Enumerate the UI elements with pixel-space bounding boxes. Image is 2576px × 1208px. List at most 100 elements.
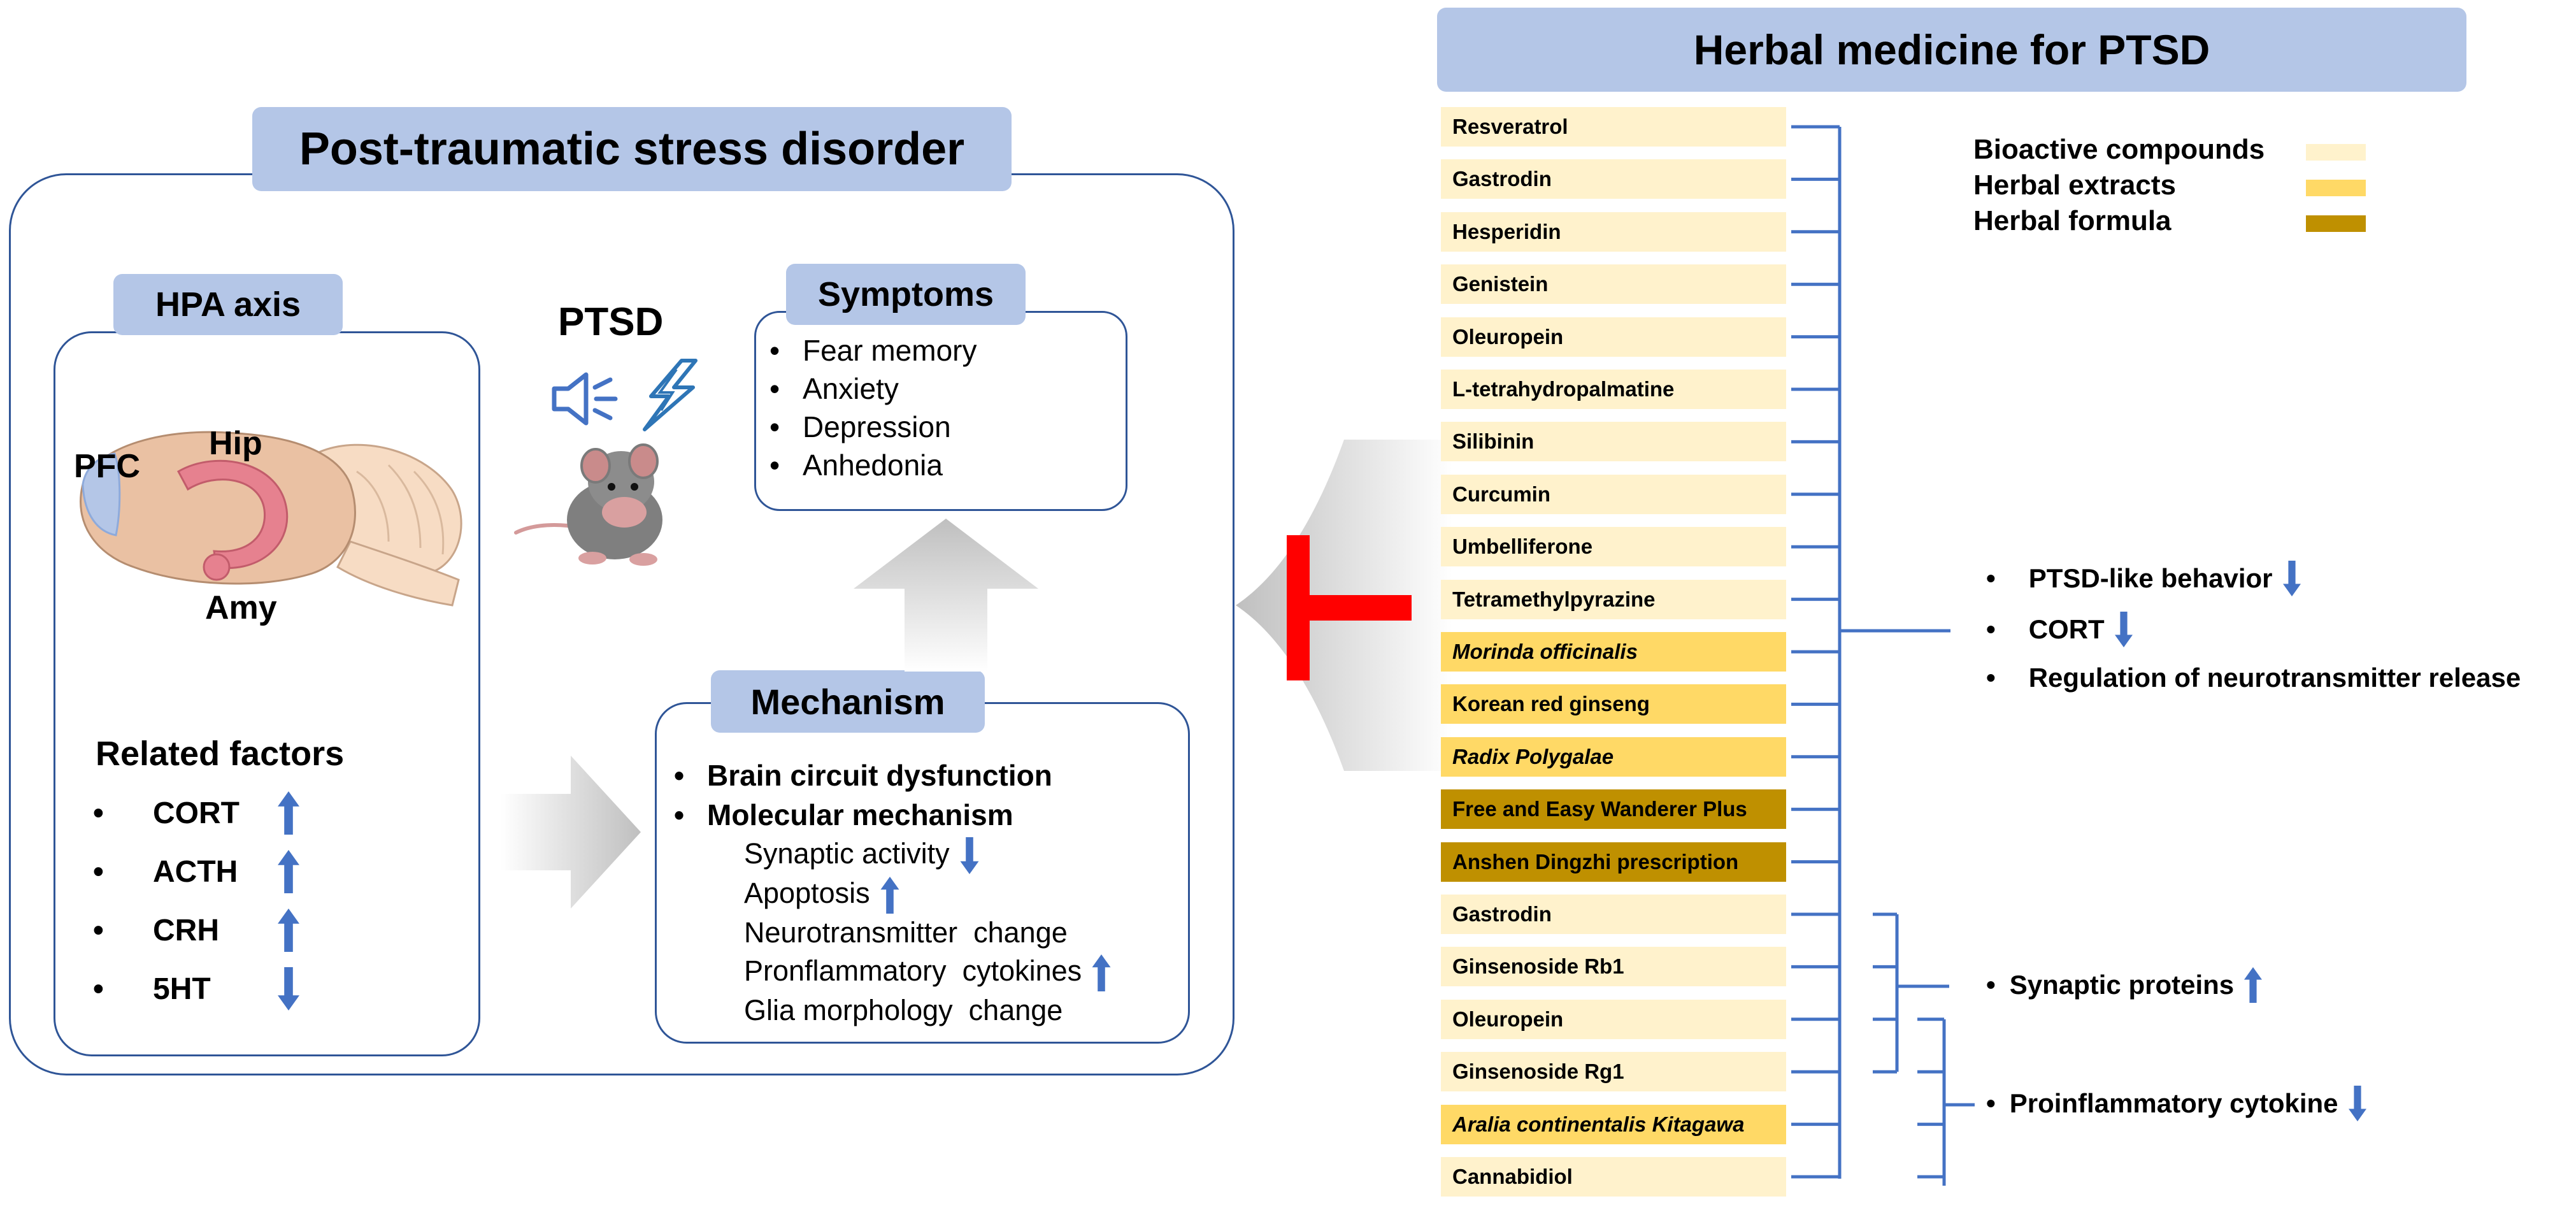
related-factors-title: Related factors xyxy=(96,735,345,773)
herb-item: Silibinin xyxy=(1441,422,1786,462)
effect-cytokine: • Proinflammatory cytokine xyxy=(1986,1086,2366,1121)
inhibit-bar-horizontal xyxy=(1307,595,1412,621)
symptoms-title: Symptoms xyxy=(786,264,1026,325)
mechanism-sub-item: Apoptosis xyxy=(744,874,1111,914)
factor-item: • CORT xyxy=(93,790,299,836)
mechanism-sub-item: Pronflammatory cytokines xyxy=(744,952,1111,992)
herb-item: Anshen Dingzhi prescription xyxy=(1441,842,1786,882)
legend-swatch xyxy=(2306,180,2366,196)
hpa-axis-title: HPA axis xyxy=(113,274,343,335)
herb-item: Gastrodin xyxy=(1441,159,1786,199)
brain-illustration xyxy=(80,431,462,607)
lightning-shock-icon xyxy=(643,359,698,431)
symptom-item: Depression xyxy=(758,408,977,446)
factor-bullet: • xyxy=(93,796,104,830)
effect-label: CORT xyxy=(2028,614,2105,644)
factor-bullet: • xyxy=(93,854,104,889)
legend-label: Herbal extracts xyxy=(1973,169,2176,201)
mechanism-main-list: Brain circuit dysfunctionMolecular mecha… xyxy=(662,756,1052,835)
mechanism-main-item: Molecular mechanism xyxy=(662,795,1052,835)
effect-synaptic-arrow-icon xyxy=(2234,967,2263,1003)
arrow-up-icon xyxy=(1092,954,1111,992)
herb-item: Aralia continentalis Kitagawa xyxy=(1441,1104,1786,1144)
symptom-item: Fear memory xyxy=(758,331,977,370)
factor-bullet: • xyxy=(93,972,104,1006)
mechanism-main-item: Brain circuit dysfunction xyxy=(662,756,1052,795)
herb-item: Hesperidin xyxy=(1441,212,1786,252)
symptom-item: Anhedonia xyxy=(758,446,977,484)
mouse-image xyxy=(514,443,662,566)
herb-item: Oleuropein xyxy=(1441,317,1786,357)
herb-item: Morinda officinalis xyxy=(1441,632,1786,672)
speaker-sound-icon xyxy=(552,372,618,426)
arrow-up-icon xyxy=(278,791,299,835)
herb-item: Genistein xyxy=(1441,264,1786,305)
herb-item: Tetramethylpyrazine xyxy=(1441,579,1786,619)
effect-synaptic-bullet: • xyxy=(1986,970,1996,1000)
effect-label: Regulation of neurotransmitter release xyxy=(2028,663,2521,693)
effect-cytokine-arrow-icon xyxy=(2338,1086,2366,1121)
arrow-down-icon xyxy=(2114,612,2133,647)
herb-item: L-tetrahydropalmatine xyxy=(1441,370,1786,409)
herb-item: Radix Polygalae xyxy=(1441,737,1786,777)
herb-item: Umbelliferone xyxy=(1441,527,1786,567)
brain-label-pfc: PFC xyxy=(74,448,140,485)
effect-synaptic-label: Synaptic proteins xyxy=(2009,970,2235,1000)
inhibit-bar-vertical xyxy=(1287,535,1310,680)
mechanism-sub-label: Synaptic activity xyxy=(744,837,950,870)
factor-bullet: • xyxy=(93,913,104,947)
herb-item: Ginsenoside Rb1 xyxy=(1441,947,1786,987)
effect-bullet: • xyxy=(1986,614,1996,644)
mechanism-sub-label: Pronflammatory cytokines xyxy=(744,954,1082,988)
factor-label: CRH xyxy=(153,913,219,947)
herb-item: Korean red ginseng xyxy=(1441,684,1786,724)
effect-cytokine-bullet: • xyxy=(1986,1088,1996,1118)
mechanism-sub-label: Glia morphology change xyxy=(744,994,1063,1027)
factor-label: 5HT xyxy=(153,972,211,1006)
legend-label: Herbal formula xyxy=(1973,205,2172,236)
factor-label: CORT xyxy=(153,796,240,830)
mechanism-to-symptoms-arrow xyxy=(854,519,1038,672)
effect-item: • PTSD-like behavior xyxy=(1986,561,2301,596)
arrow-down-icon xyxy=(960,837,979,875)
arrow-down-icon xyxy=(278,967,299,1010)
effect-item: • Regulation of neurotransmitter release xyxy=(1986,663,2521,693)
mechanism-sub-label: Apoptosis xyxy=(744,877,870,910)
effect-synaptic: • Synaptic proteins xyxy=(1986,967,2263,1003)
herbal-panel-title: Herbal medicine for PTSD xyxy=(1437,8,2466,92)
arrow-down-icon xyxy=(2348,1086,2366,1121)
arrow-down-icon xyxy=(2282,561,2301,596)
herb-item: Resveratrol xyxy=(1441,107,1786,147)
legend-swatch xyxy=(2306,215,2366,232)
symptom-item: Anxiety xyxy=(758,370,977,408)
effect-label: PTSD-like behavior xyxy=(2028,563,2273,593)
arrow-up-icon xyxy=(278,909,299,952)
effect-bullet: • xyxy=(1986,663,1996,693)
legend-label: Bioactive compounds xyxy=(1973,134,2265,165)
factor-item: • ACTH xyxy=(93,849,299,895)
mechanism-sub-item: Glia morphology change xyxy=(744,991,1111,1030)
effect-cytokine-label: Proinflammatory cytokine xyxy=(2009,1088,2338,1118)
effect-item: • CORT xyxy=(1986,612,2133,647)
herb-item: Curcumin xyxy=(1441,474,1786,514)
mechanism-sub-item: Neurotransmitter change xyxy=(744,914,1111,952)
herb-item: Free and Easy Wanderer Plus xyxy=(1441,789,1786,830)
herb-item: Cannabidiol xyxy=(1441,1157,1786,1197)
arrow-up-icon xyxy=(880,877,899,914)
mechanism-sub-label: Neurotransmitter change xyxy=(744,916,1068,949)
mechanism-title: Mechanism xyxy=(711,670,985,733)
arrow-up-icon xyxy=(278,850,299,893)
mechanism-sub-item: Synaptic activity xyxy=(744,835,1111,875)
herb-item: Oleuropein xyxy=(1441,999,1786,1039)
brain-label-hip: Hip xyxy=(209,425,262,462)
hpa-to-mechanism-arrow xyxy=(501,756,641,909)
arrow-up-icon xyxy=(2244,967,2263,1003)
factor-label: ACTH xyxy=(153,854,238,889)
herb-item: Gastrodin xyxy=(1441,895,1786,934)
effect-bullet: • xyxy=(1986,563,1996,593)
ptsd-label: PTSD xyxy=(558,300,664,344)
legend-swatch xyxy=(2306,144,2366,161)
symptom-list: Fear memoryAnxietyDepressionAnhedonia xyxy=(758,331,977,484)
